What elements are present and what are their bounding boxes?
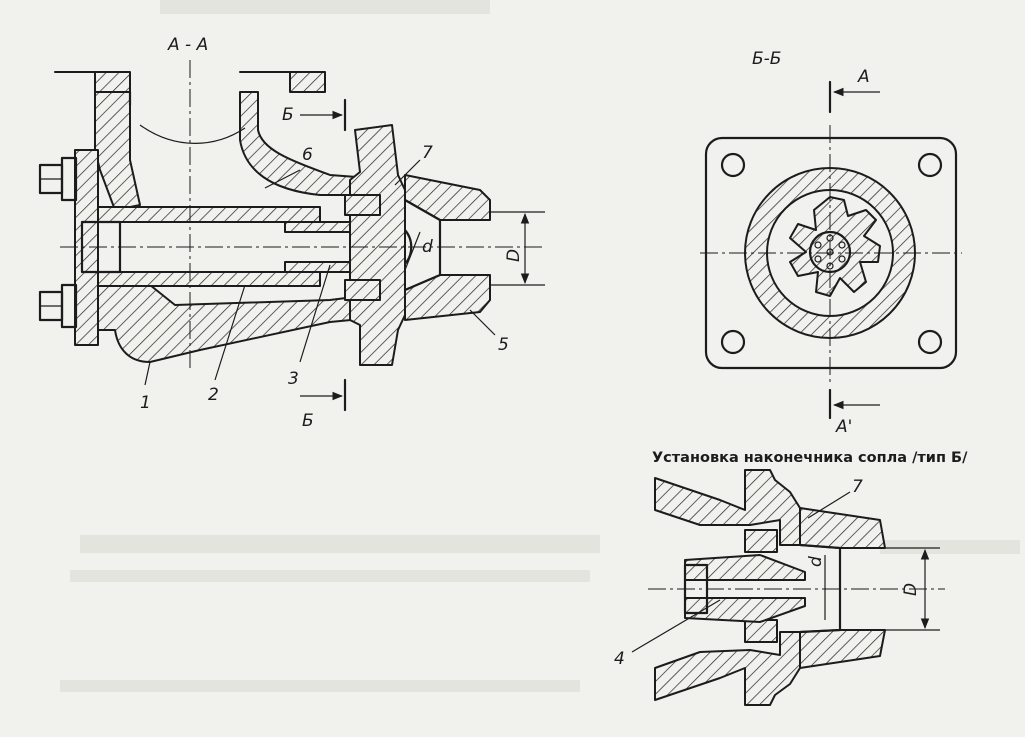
tip-body-upper	[654, 469, 801, 546]
section-bb-title: Б-Б	[752, 49, 781, 69]
bolt-lower	[38, 283, 78, 329]
bolt-upper	[38, 156, 78, 202]
tip-cone-upper	[799, 507, 886, 549]
nozzle-cone-bottom	[404, 274, 491, 321]
holder-lower	[344, 279, 381, 301]
cut-mark-top: Б	[282, 105, 294, 125]
cut-mark-a-top: А	[857, 67, 870, 87]
tip-insert-lower	[684, 597, 806, 623]
scan-artifacts	[60, 0, 1020, 692]
body-inner-arc	[139, 124, 246, 144]
section-bb-view: Б-Б А А'	[700, 49, 962, 437]
part-number-5: 5	[498, 335, 509, 355]
cut-mark-bottom: Б	[302, 411, 314, 431]
part-number-3: 3	[288, 369, 299, 389]
part-number-7: 7	[422, 143, 433, 163]
part-number-2: 2	[208, 385, 219, 405]
tip-holder-upper	[744, 529, 778, 553]
small-dimension-label: d	[422, 237, 433, 257]
tip-part-number-4: 4	[614, 649, 625, 669]
tip-part-number-7: 7	[852, 477, 863, 497]
section-aa-title: А - А	[167, 35, 208, 55]
right-flange	[349, 124, 406, 366]
tip-insert-upper	[684, 554, 806, 581]
top-flange	[54, 71, 131, 93]
nozzle-tip-title: Установка наконечника сопла /тип Б/	[652, 450, 968, 466]
pipe-top-wall	[97, 206, 321, 223]
left-flange-plate	[74, 149, 99, 346]
pipe-bottom-wall	[97, 271, 321, 287]
bolt-holes	[720, 152, 943, 355]
body-left-wall	[94, 91, 141, 211]
part-number-1: 1	[140, 393, 151, 413]
part-number-6: 6	[302, 145, 313, 165]
tip-dimension-label: D	[901, 583, 921, 596]
tip-body-lower	[654, 631, 801, 706]
cut-mark-a-bottom: А'	[835, 417, 852, 437]
tip-holder-lower	[744, 619, 778, 643]
holder-upper	[344, 194, 381, 216]
nozzle-cone-top	[404, 174, 491, 221]
tip-cone-lower	[799, 629, 886, 669]
star-rotor	[789, 196, 881, 297]
dimension-d-label: D	[504, 249, 524, 262]
hub-holes	[814, 234, 846, 270]
tip-small-dimension-label: d	[806, 556, 826, 567]
top-flange-right	[239, 71, 326, 93]
nozzle-tip-view: Установка наконечника сопла /тип Б/ D d …	[614, 450, 968, 706]
section-aa-view: А - А	[38, 35, 545, 431]
body-lower-wall	[97, 284, 373, 363]
